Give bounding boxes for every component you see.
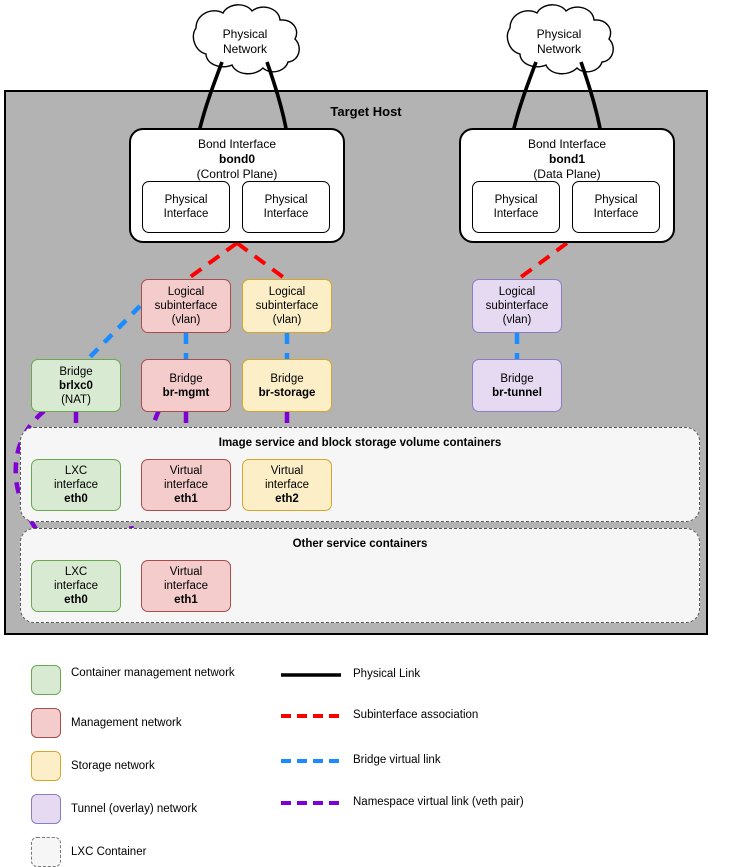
bond1-name: bond1 xyxy=(549,152,585,166)
legend-swatch-container-management xyxy=(31,665,61,695)
cloud-left-line1: Physical xyxy=(222,27,268,41)
legend: Container management network Management … xyxy=(0,648,732,867)
brlxc0-note: (NAT) xyxy=(61,393,91,406)
bridge-br-storage[interactable]: Bridge br-storage xyxy=(242,359,332,412)
bond0-pif2-line1: Physical xyxy=(264,194,308,206)
bond0-pif1-line2: Interface xyxy=(163,208,209,220)
legend-label-lxc-container: LXC Container xyxy=(71,846,147,858)
virtual-interface-eth2[interactable]: Virtual interface eth2 xyxy=(242,459,332,511)
bond1-physical-interface-1[interactable]: Physical Interface xyxy=(472,181,560,233)
subif-tunnel-line3: (vlan) xyxy=(502,314,532,326)
subif-tunnel-line1: Logical xyxy=(498,286,536,298)
lxc-panel-2-title: Other service containers xyxy=(292,538,428,550)
bond1-physical-interface-2[interactable]: Physical Interface xyxy=(572,181,660,233)
brlxc0-label: Bridge xyxy=(59,365,93,378)
br-tunnel-name: br-tunnel xyxy=(492,386,542,399)
eth1-lower-line1: Virtual xyxy=(169,566,203,578)
logical-subinterface-tunnel[interactable]: Logical subinterface (vlan) xyxy=(472,279,562,333)
virtual-interface-eth1-lower[interactable]: Virtual interface eth1 xyxy=(141,560,231,612)
lxc-panel-1-title: Image service and block storage volume c… xyxy=(218,437,502,449)
bond0-physical-interface-2[interactable]: Physical Interface xyxy=(242,181,330,233)
legend-label-tunnel: Tunnel (overlay) network xyxy=(71,803,198,815)
legend-swatch-tunnel xyxy=(31,794,61,824)
bond0-physical-interface-1[interactable]: Physical Interface xyxy=(142,181,230,233)
virtual-interface-eth1-upper[interactable]: Virtual interface eth1 xyxy=(141,459,231,511)
cloud-right-line2: Network xyxy=(536,42,581,56)
bond1-pif1-line2: Interface xyxy=(493,208,539,220)
cloud-left-label: Physical Network xyxy=(185,27,305,57)
bond0-name: bond0 xyxy=(219,152,255,166)
eth2-line2: interface xyxy=(264,479,310,491)
eth0-upper-line1: LXC xyxy=(64,465,88,477)
bond1-pif1-line1: Physical xyxy=(494,194,538,206)
bridge-brlxc0[interactable]: Bridge brlxc0 (NAT) xyxy=(31,359,121,412)
eth0-lower-line2: interface xyxy=(53,580,99,592)
legend-label-namespace-virtual-link: Namespace virtual link (veth pair) xyxy=(353,796,524,808)
legend-swatch-lxc-container xyxy=(31,837,61,867)
page-title: Target Host xyxy=(330,104,402,119)
subif-storage-line2: subinterface xyxy=(255,300,319,312)
bond1-title: Bond Interface xyxy=(527,137,607,151)
logical-subinterface-storage[interactable]: Logical subinterface (vlan) xyxy=(242,279,332,333)
br-mgmt-name: br-mgmt xyxy=(162,386,210,399)
br-mgmt-label: Bridge xyxy=(169,372,203,385)
br-storage-label: Bridge xyxy=(270,372,304,385)
legend-label-subinterface-association: Subinterface association xyxy=(353,709,479,721)
eth2-line1: Virtual xyxy=(270,465,304,477)
eth2-dev: eth2 xyxy=(275,493,299,505)
eth1-lower-line2: interface xyxy=(163,580,209,592)
subif-storage-line1: Logical xyxy=(268,286,306,298)
legend-swatch-storage xyxy=(31,751,61,781)
subif-mgmt-line3: (vlan) xyxy=(171,314,201,326)
legend-label-physical-link: Physical Link xyxy=(353,668,421,680)
br-storage-name: br-storage xyxy=(258,386,316,399)
bridge-br-mgmt[interactable]: Bridge br-mgmt xyxy=(141,359,231,412)
lxc-container-other-services: Other service containers xyxy=(20,528,700,623)
legend-swatch-management xyxy=(31,708,61,738)
eth1-upper-line1: Virtual xyxy=(169,465,203,477)
subif-tunnel-line2: subinterface xyxy=(485,300,549,312)
eth0-upper-dev: eth0 xyxy=(64,493,88,505)
legend-label-storage: Storage network xyxy=(71,760,155,772)
bond1-role: (Data Plane) xyxy=(533,167,601,181)
bond0-title: Bond Interface xyxy=(197,137,277,151)
lxc-interface-eth0-upper[interactable]: LXC interface eth0 xyxy=(31,459,121,511)
subif-mgmt-line2: subinterface xyxy=(154,300,218,312)
eth1-upper-dev: eth1 xyxy=(174,493,198,505)
eth1-upper-line2: interface xyxy=(163,479,209,491)
eth0-lower-dev: eth0 xyxy=(64,594,88,606)
eth0-upper-line2: interface xyxy=(53,479,99,491)
legend-label-container-management: Container management network xyxy=(71,667,235,679)
brlxc0-name: brlxc0 xyxy=(59,379,93,392)
cloud-left-line2: Network xyxy=(222,42,267,56)
legend-label-bridge-virtual-link: Bridge virtual link xyxy=(353,754,441,766)
eth0-lower-line1: LXC xyxy=(64,566,88,578)
bond1-pif2-line2: Interface xyxy=(593,208,639,220)
bond0-role: (Control Plane) xyxy=(196,167,278,181)
bond1-pif2-line1: Physical xyxy=(594,194,638,206)
bond0-pif2-line2: Interface xyxy=(263,208,309,220)
cloud-right-line1: Physical xyxy=(536,27,582,41)
subif-storage-line3: (vlan) xyxy=(272,314,302,326)
bridge-br-tunnel[interactable]: Bridge br-tunnel xyxy=(472,359,562,412)
bond0-pif1-line1: Physical xyxy=(164,194,208,206)
br-tunnel-label: Bridge xyxy=(500,372,534,385)
lxc-interface-eth0-lower[interactable]: LXC interface eth0 xyxy=(31,560,121,612)
cloud-right-label: Physical Network xyxy=(499,27,619,57)
eth1-lower-dev: eth1 xyxy=(174,594,198,606)
lxc-container-image-storage: Image service and block storage volume c… xyxy=(20,427,700,522)
legend-label-management: Management network xyxy=(71,717,182,729)
subif-mgmt-line1: Logical xyxy=(167,286,205,298)
logical-subinterface-mgmt[interactable]: Logical subinterface (vlan) xyxy=(141,279,231,333)
